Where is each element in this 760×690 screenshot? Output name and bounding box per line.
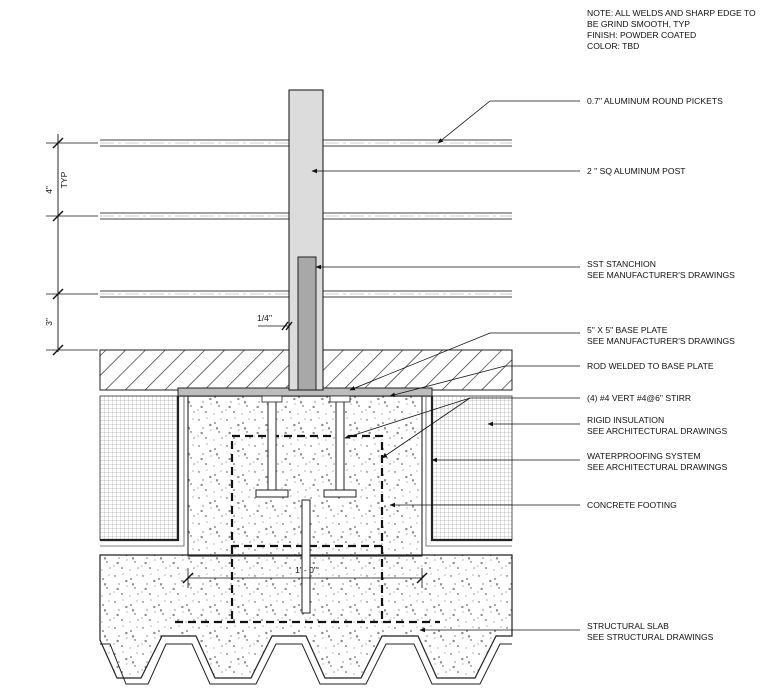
anchor-rod-foot-right: [323, 489, 357, 498]
label-insulation-1: RIGID INSULATION: [587, 415, 664, 425]
label-slab-1: STRUCTURAL SLAB: [587, 621, 669, 631]
label-rod-welded: ROD WELDED TO BASE PLATE: [587, 361, 714, 371]
anchor-rod-right: [335, 395, 345, 495]
leader-rod-welded: [389, 365, 580, 397]
slab-deck-profile: [100, 643, 512, 685]
label-waterproofing-1: WATERPROOFING SYSTEM: [587, 451, 701, 461]
label-pickets: 0.7" ALUMINUM ROUND PICKETS: [587, 96, 723, 106]
anchor-rod-foot-left: [255, 489, 289, 498]
dim-footing-width: 1' - 0": [295, 565, 317, 575]
note-line-3: FINISH: POWDER COATED: [587, 30, 696, 40]
dim-picket-spacing: 4": [44, 186, 54, 194]
rigid-insulation-right: [431, 395, 513, 541]
rod-collar-right: [329, 395, 351, 403]
note-line-1: NOTE: ALL WELDS AND SHARP EDGE TO: [587, 8, 756, 18]
label-stanchion-1: SST STANCHION: [587, 259, 656, 269]
dim-bottom-clearance: 3": [44, 318, 54, 326]
label-waterproofing-2: SEE ARCHITECTURAL DRAWINGS: [587, 462, 727, 472]
label-base-plate-1: 5" X 5" BASE PLATE: [587, 325, 668, 335]
leader-pickets: [437, 100, 580, 144]
rod-collar-left: [261, 395, 283, 403]
waterproofing-left: [100, 396, 180, 542]
leader-base-plate: [349, 332, 580, 391]
leader-rebar-2: [381, 397, 471, 459]
sst-stanchion: [297, 256, 317, 391]
waterproofing-right: [430, 396, 512, 542]
general-note: NOTE: ALL WELDS AND SHARP EDGE TO BE GRI…: [587, 8, 756, 51]
label-insulation-2: SEE ARCHITECTURAL DRAWINGS: [587, 426, 727, 436]
rigid-insulation-left: [99, 395, 179, 541]
note-line-2: BE GRIND SMOOTH, TYP: [587, 19, 690, 29]
label-slab-2: SEE STRUCTURAL DRAWINGS: [587, 632, 714, 642]
note-line-4: COLOR: TBD: [587, 41, 639, 51]
dimension-line-left: [46, 134, 98, 356]
label-footing: CONCRETE FOOTING: [587, 500, 677, 510]
label-stanchion-2: SEE MANUFACTURER'S DRAWINGS: [587, 270, 735, 280]
waterproofing-left-inner: [100, 396, 185, 547]
structural-slab: [99, 554, 513, 679]
waterproofing-right-inner: [425, 396, 512, 547]
dim-gap: 1/4": [257, 313, 272, 323]
label-post: 2 " SQ ALUMINUM POST: [587, 166, 686, 176]
dimension-footing-width: [182, 568, 428, 588]
anchor-rod-left: [267, 395, 277, 495]
label-rebar: (4) #4 VERT #4@6" STIRR: [587, 393, 691, 403]
label-base-plate-2: SEE MANUFACTURER'S DRAWINGS: [587, 336, 735, 346]
anchor-rod-center: [301, 499, 311, 614]
dimension-gap: [258, 321, 293, 331]
dim-typ: TYP: [59, 171, 69, 188]
